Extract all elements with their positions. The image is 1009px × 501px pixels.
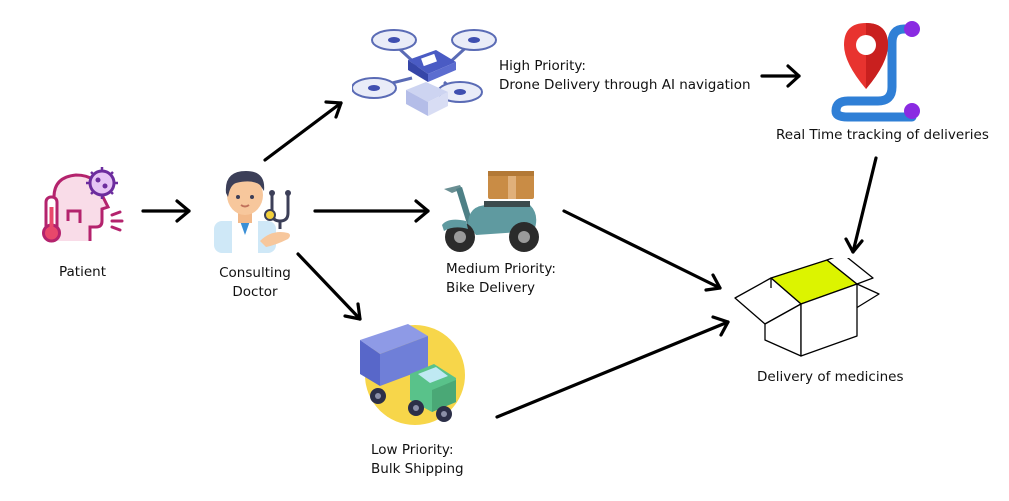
drone-icon — [352, 29, 497, 116]
patient-label: Patient — [58, 264, 106, 280]
doctor-label-line1: Consulting — [219, 265, 291, 281]
arrow-bike-to-delivery — [562, 209, 722, 292]
arrow-doctor-to-bike — [313, 199, 430, 223]
arrow-tracking-to-delivery — [844, 156, 878, 254]
doctor-label-line2: Doctor — [232, 284, 278, 300]
arrow-doctor-to-drone — [263, 100, 343, 162]
bike-label-line1: Medium Priority: — [446, 261, 556, 277]
map-pin-route-icon — [831, 21, 920, 122]
truck-label-line2: Bulk Shipping — [371, 461, 464, 477]
sick-patient-icon — [42, 167, 124, 243]
arrow-doctor-to-truck — [296, 252, 362, 321]
truck-label-line1: Low Priority: — [371, 442, 454, 458]
delivery-label: Delivery of medicines — [757, 369, 904, 385]
tracking-label: Real Time tracking of deliveries — [776, 127, 989, 143]
open-box-icon — [734, 258, 880, 357]
arrow-truck-to-delivery — [495, 315, 730, 419]
drone-label-line1: High Priority: — [499, 58, 586, 74]
arrow-patient-to-doctor — [141, 199, 191, 223]
drone-label-line2: Drone Delivery through AI navigation — [499, 77, 751, 93]
arrow-drone-to-tracking — [760, 64, 801, 88]
scooter-icon — [442, 171, 539, 252]
doctor-icon — [214, 171, 291, 253]
truck-icon — [360, 324, 465, 425]
bike-label-line2: Bike Delivery — [446, 280, 535, 296]
